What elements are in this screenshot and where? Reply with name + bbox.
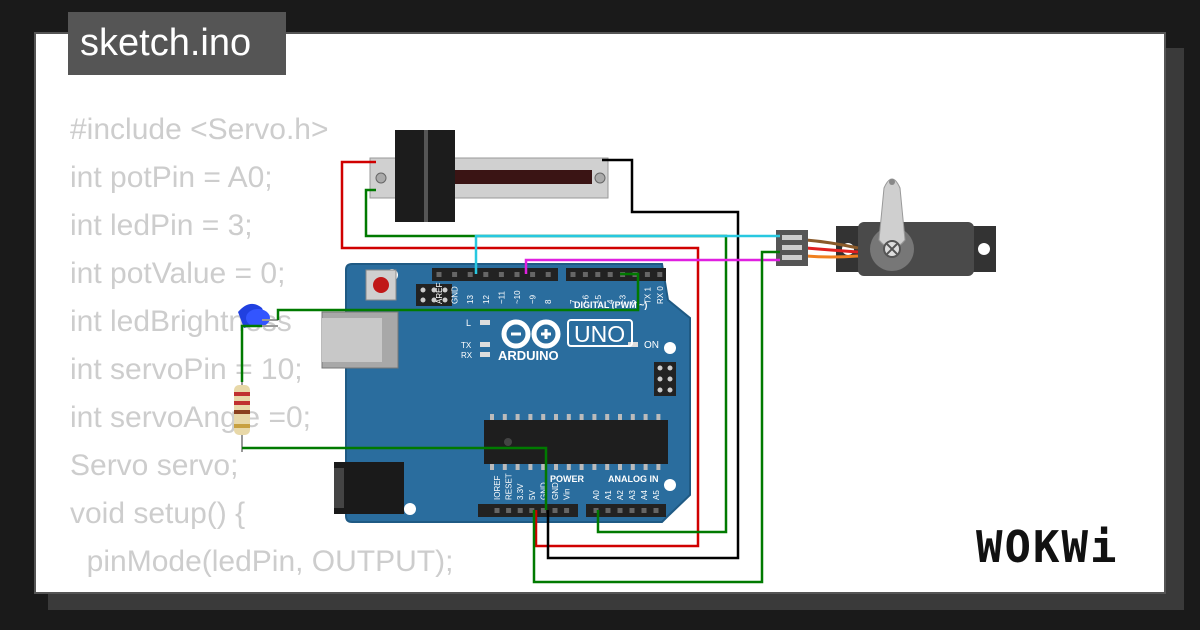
power-jack xyxy=(334,462,404,514)
wire-green-gnd[interactable] xyxy=(242,446,548,510)
top-pin-label: TX 1 xyxy=(643,287,652,304)
bottom-pin-label: RESET xyxy=(505,473,514,500)
blue-led[interactable] xyxy=(238,303,278,328)
top-pin-label: ~5 xyxy=(594,294,603,304)
bottom-pin-label: A4 xyxy=(640,490,649,500)
bottom-pin-label: IOREF xyxy=(493,475,502,500)
rx-label: RX xyxy=(461,351,473,360)
bottom-pin-label: 3.3V xyxy=(516,483,525,500)
model-label: UNO xyxy=(574,321,625,347)
top-pin-label: 2 xyxy=(631,299,640,304)
code-line[interactable]: int potValue = 0; xyxy=(70,257,286,290)
top-pin-label: RX 0 xyxy=(656,286,665,304)
top-pin-label: 12 xyxy=(482,295,491,304)
slide-potentiometer[interactable] xyxy=(369,130,609,222)
file-tab-label: sketch.ino xyxy=(80,22,252,64)
l-label: L xyxy=(466,318,471,328)
code-line[interactable]: #include <Servo.h> xyxy=(70,113,329,146)
top-pin-label: 4 xyxy=(606,299,615,304)
bottom-pin-label: GND xyxy=(539,482,548,500)
top-pin-label: AREF xyxy=(435,283,444,304)
bottom-pin-label: 5V xyxy=(528,490,537,500)
power-label: POWER xyxy=(550,474,585,484)
bottom-pin-label: A0 xyxy=(592,490,601,500)
code-line[interactable]: Servo servo; xyxy=(70,449,239,482)
top-pin-label: ~11 xyxy=(497,290,506,304)
digital-header-right[interactable] xyxy=(566,268,666,281)
wire-green-servo[interactable] xyxy=(532,250,780,584)
top-pin-label: ~6 xyxy=(581,294,590,304)
bottom-pin-label: A2 xyxy=(616,490,625,500)
arduino-infinity-icon xyxy=(501,319,561,349)
code-line[interactable]: pinMode(ledPin, OUTPUT); xyxy=(70,545,454,578)
bottom-pin-label: A1 xyxy=(604,490,613,500)
bottom-pin-label: A5 xyxy=(652,490,661,500)
top-pin-label: 13 xyxy=(466,295,475,304)
top-pin-label: ~9 xyxy=(529,294,538,304)
top-pin-label: 8 xyxy=(544,299,553,304)
servo-motor[interactable] xyxy=(776,178,996,276)
code-line[interactable]: int servoAngle =0; xyxy=(70,401,311,434)
resistor[interactable] xyxy=(234,375,250,452)
wire-magenta[interactable] xyxy=(524,258,780,274)
wire-black[interactable] xyxy=(546,158,740,560)
code-line[interactable]: int ledPin = 3; xyxy=(70,209,253,242)
brand-label: ARDUINO xyxy=(498,348,559,363)
top-pin-label: ~3 xyxy=(619,294,628,304)
file-tab[interactable]: sketch.ino xyxy=(68,12,286,75)
wire-cyan[interactable] xyxy=(474,234,780,274)
top-pin-label: ~10 xyxy=(513,290,522,304)
code-line[interactable]: int servoPin = 10; xyxy=(70,353,303,386)
wokwi-logo: WOKWi xyxy=(976,522,1119,573)
top-pin-label: 7 xyxy=(569,299,578,304)
power-header[interactable] xyxy=(478,504,578,517)
analog-label: ANALOG IN xyxy=(608,474,659,484)
on-label: ON xyxy=(644,340,659,351)
bottom-pin-label: Vin xyxy=(563,489,572,500)
bottom-pin-label: GND xyxy=(551,482,560,500)
tx-label: TX xyxy=(461,341,472,350)
analog-header[interactable] xyxy=(586,504,666,517)
atmega-chip xyxy=(484,420,668,464)
wire-red[interactable] xyxy=(340,160,700,548)
wire-green-led[interactable] xyxy=(240,272,640,382)
bottom-pin-label: A3 xyxy=(628,490,637,500)
code-line[interactable]: void setup() { xyxy=(70,497,246,530)
digital-label: DIGITAL (PWM ~) xyxy=(574,300,647,310)
digital-header-left[interactable] xyxy=(432,268,558,281)
top-pin-label: GND xyxy=(451,286,460,304)
code-line[interactable]: int potPin = A0; xyxy=(70,161,273,194)
